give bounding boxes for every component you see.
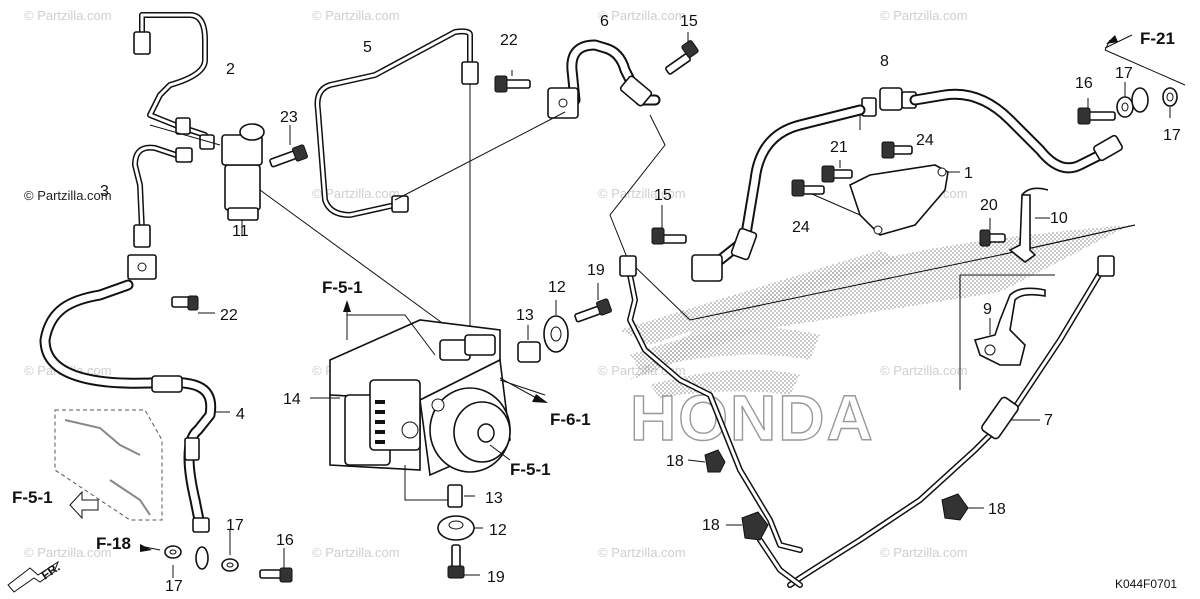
part-12-13-19-mount-lower: [437, 484, 483, 579]
callout-18: 18: [666, 453, 684, 470]
callout-20: 20: [980, 197, 998, 214]
part-2-brake-pipe: [133, 12, 208, 138]
honda-logo-text: HONDA: [630, 382, 875, 454]
part-23-bolt: [269, 125, 308, 168]
watermark: © Partzilla.com: [24, 8, 112, 23]
part-5-brake-pipe: [314, 28, 479, 330]
callout-21: 21: [830, 139, 848, 156]
callout-16: 16: [276, 532, 294, 549]
honda-wing-logo: HONDA: [620, 225, 1130, 455]
watermark-dark: © Partzilla.com: [24, 188, 112, 203]
part-1-bracket: [849, 164, 960, 236]
callout-2: 2: [226, 61, 235, 78]
ref-f51-mid: F-5-1: [510, 460, 551, 479]
part-8-joint: [861, 87, 917, 117]
callout-17: 17: [1163, 127, 1181, 144]
callout-3: 3: [100, 183, 109, 200]
part-15-bolt-middle: [651, 205, 687, 245]
watermark: © Partzilla.com: [880, 363, 968, 378]
callout-23: 23: [280, 109, 298, 126]
callout-15: 15: [654, 187, 672, 204]
part-10-bracket: [979, 187, 1050, 263]
callout-22: 22: [220, 307, 238, 324]
callout-12: 12: [548, 279, 566, 296]
callout-19: 19: [587, 262, 605, 279]
callout-13: 13: [516, 307, 534, 324]
part-9-clamp-box: [959, 274, 1055, 390]
callout-7: 7: [1044, 412, 1053, 429]
callout-9: 9: [983, 301, 992, 318]
watermark: © Partzilla.com: [312, 545, 400, 560]
callout-17: 17: [165, 578, 183, 595]
watermark: © Partzilla.com: [598, 186, 686, 201]
callout-11: 11: [232, 223, 249, 240]
part-16-17-washers-bolt-left: [164, 530, 293, 583]
ref-f18: F-18: [96, 534, 131, 553]
callout-24: 24: [792, 219, 810, 236]
callout-8: 8: [880, 53, 889, 70]
part-7-brake-pipe: [619, 255, 1115, 588]
leader-lines: [149, 39, 1186, 326]
callout-14: 14: [283, 391, 301, 408]
callout-18: 18: [988, 501, 1006, 518]
reference-box-caliper: [54, 409, 163, 521]
watermark: © Partzilla.com: [598, 545, 686, 560]
callout-17: 17: [226, 517, 244, 534]
diagram-code: K044F0701: [1115, 577, 1177, 591]
part-18-clips: [687, 449, 984, 541]
part-21-24-bolts: [791, 141, 913, 216]
reference-arrows: [7, 34, 1133, 593]
watermark: © Partzilla.com: [880, 8, 968, 23]
callout-22: 22: [500, 32, 518, 49]
part-3-brake-pipe: [132, 144, 193, 248]
callout-4: 4: [236, 406, 245, 423]
callout-6: 6: [600, 13, 609, 30]
watermark: © Partzilla.com: [24, 545, 112, 560]
part-14-abs-modulator: [310, 314, 546, 501]
part-4-brake-hose: [39, 279, 230, 533]
part-16-17-washers-bolt-right: [1077, 82, 1178, 125]
part-7-upper-hose: [691, 104, 866, 282]
callout-24: 24: [916, 132, 934, 149]
callout-numbers: 6 15 22 5 2 8 16 17 17 23 24 21 1 3 15 2…: [100, 13, 1181, 595]
callout-18: 18: [702, 517, 720, 534]
watermark: © Partzilla.com: [880, 545, 968, 560]
part-6-brake-hose: [494, 39, 661, 119]
ref-f61: F-6-1: [550, 410, 591, 429]
callout-5: 5: [363, 39, 372, 56]
callout-15: 15: [680, 13, 698, 30]
watermark: © Partzilla.com: [312, 8, 400, 23]
callout-13: 13: [485, 490, 503, 507]
part-22-joint-left: [127, 254, 215, 314]
callout-19: 19: [487, 569, 505, 586]
part-12-13-19-mount-upper: [517, 283, 612, 363]
watermark: © Partzilla.com: [598, 8, 686, 23]
ref-f21: F-21: [1140, 29, 1175, 48]
reference-labels: F-21 F-5-1 F-6-1 F-5-1 F-5-1 F-18 FR. K0…: [12, 29, 1177, 591]
part-hose-rear: [909, 88, 1123, 174]
callout-1: 1: [964, 165, 973, 182]
callout-16: 16: [1075, 75, 1093, 92]
callout-17: 17: [1115, 65, 1133, 82]
ref-f51-top: F-5-1: [322, 278, 363, 297]
part-15-bolt-top: [665, 32, 699, 75]
ref-f51-left: F-5-1: [12, 488, 53, 507]
connector-pins: [375, 400, 385, 444]
watermark: © Partzilla.com: [312, 186, 400, 201]
callout-10: 10: [1050, 210, 1068, 227]
part-11-joint: [199, 123, 265, 235]
callout-12: 12: [489, 522, 507, 539]
